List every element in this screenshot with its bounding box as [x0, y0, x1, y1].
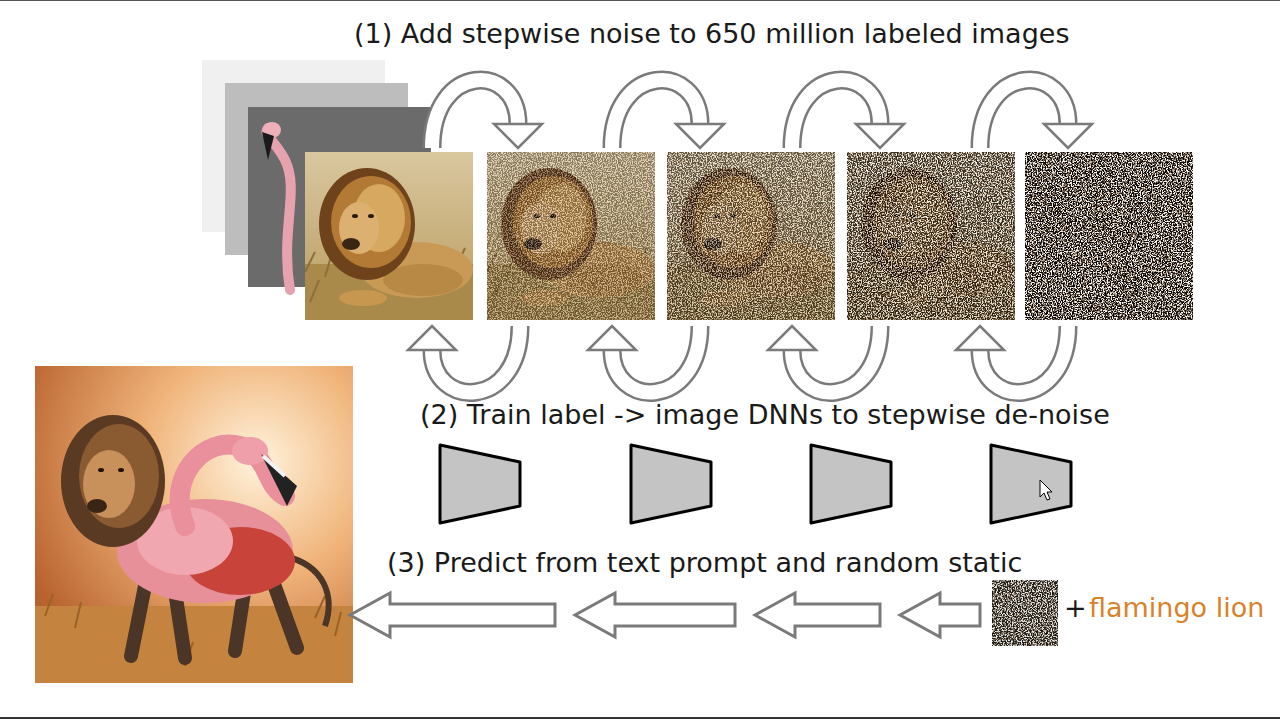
predict-arrow [350, 593, 555, 637]
predict-arrow [575, 593, 735, 637]
forward-arrow [792, 80, 880, 148]
predict-arrow [755, 593, 880, 637]
border-line [0, 0, 1280, 1]
border-line [0, 717, 1280, 719]
step-label: (1) Add stepwise noise to 650 million la… [354, 17, 1069, 51]
reverse-arrow [980, 326, 1068, 392]
reverse-arrow [408, 326, 456, 350]
reverse-arrow [432, 326, 520, 392]
reverse-arrow [612, 326, 700, 392]
forward-arrow [432, 80, 518, 148]
mouse-cursor [1040, 480, 1052, 500]
reverse-arrow [792, 326, 880, 392]
reverse-arrow [588, 326, 636, 350]
forward-arrow [792, 80, 880, 148]
forward-arrow [676, 124, 724, 148]
arrow-group [350, 80, 1092, 637]
step-label: (2) Train label -> image DNNs to stepwis… [420, 398, 1110, 432]
reverse-arrow [768, 326, 816, 350]
dnn-symbols [440, 445, 1071, 523]
generated-image [35, 366, 353, 683]
forward-arrow [1044, 124, 1092, 148]
forward-arrow [612, 80, 700, 148]
prompt-text: flamingo lion [1089, 591, 1264, 625]
predict-arrow [900, 593, 980, 637]
static-input [992, 580, 1058, 646]
forward-arrow [432, 80, 518, 148]
noise-sequence [305, 152, 1193, 320]
forward-arrow [980, 80, 1068, 148]
reverse-arrow [432, 326, 520, 392]
forward-arrow [856, 124, 904, 148]
step-label: (3) Predict from text prompt and random … [387, 546, 1022, 580]
reverse-arrow [980, 326, 1068, 392]
forward-arrow [980, 80, 1068, 148]
reverse-arrow [792, 326, 880, 392]
reverse-arrow [956, 326, 1004, 350]
forward-arrow [612, 80, 700, 148]
plus-sign: + [1064, 591, 1087, 625]
reverse-arrow [612, 326, 700, 392]
forward-arrow [494, 124, 542, 148]
